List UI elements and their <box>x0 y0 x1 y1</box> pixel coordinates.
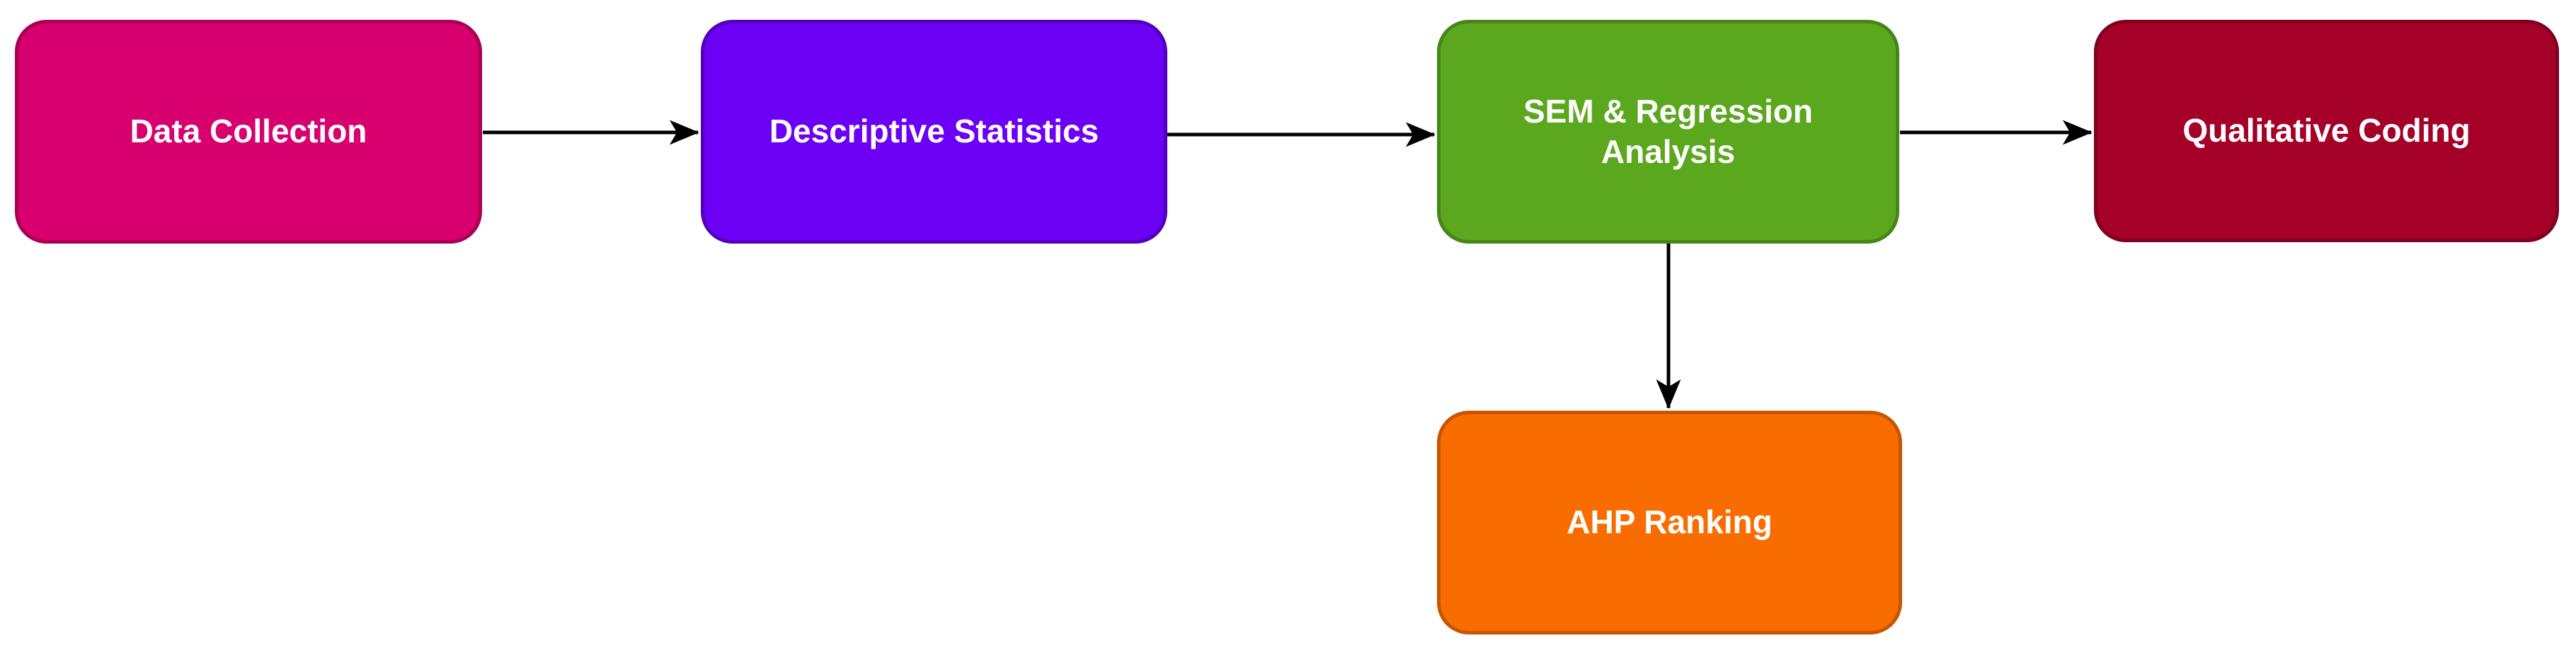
node-ahp-ranking[interactable]: AHP Ranking <box>1437 411 1902 634</box>
node-label: Descriptive Statistics <box>769 113 1099 150</box>
node-descriptive-statistics[interactable]: Descriptive Statistics <box>701 20 1167 244</box>
node-qualitative-coding[interactable]: Qualitative Coding <box>2094 20 2559 242</box>
node-sem-regression-analysis[interactable]: SEM & Regression Analysis <box>1437 20 1899 244</box>
node-label: Qualitative Coding <box>2182 112 2471 149</box>
node-label: SEM & Regression Analysis <box>1523 92 1813 171</box>
node-data-collection[interactable]: Data Collection <box>15 20 482 244</box>
node-label: AHP Ranking <box>1567 503 1773 541</box>
node-label: Data Collection <box>130 113 367 150</box>
